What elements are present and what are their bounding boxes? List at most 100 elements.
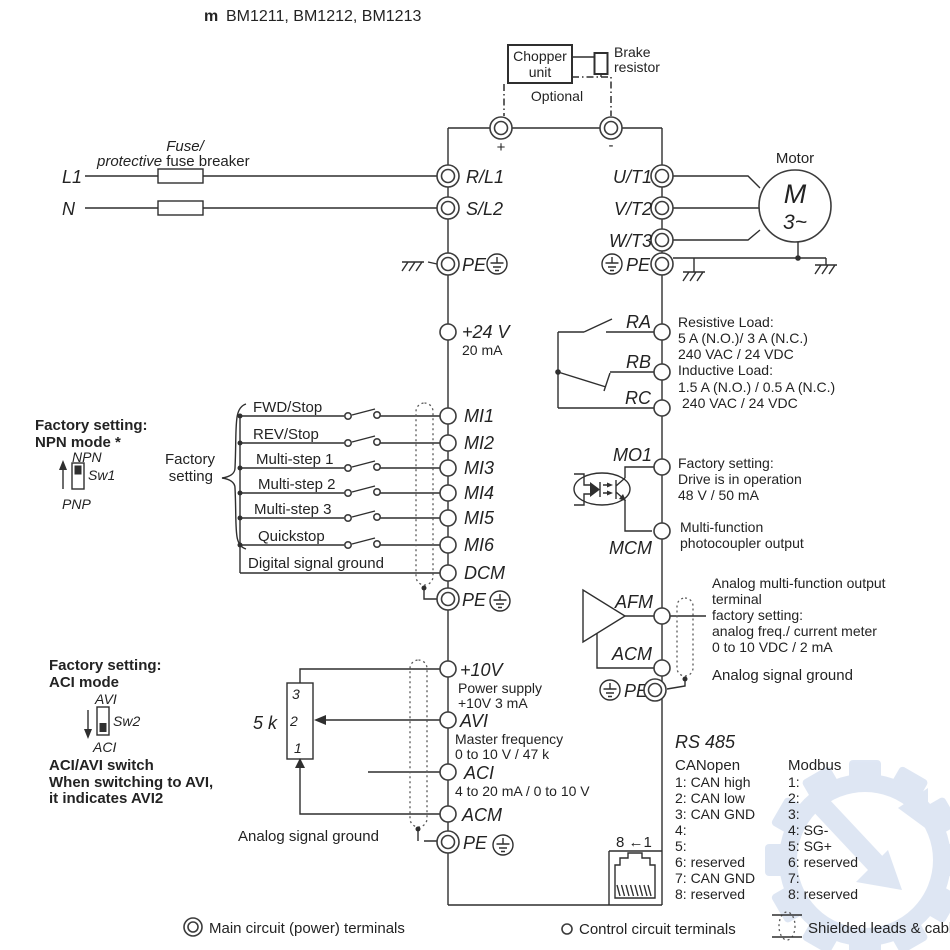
photocoupler-section: MO1 MCM Factory setting: Drive is in ope… — [573, 445, 804, 558]
p24v-label: +24 V — [462, 322, 512, 342]
svg-text:0 to 10 VDC / 2 mA: 0 to 10 VDC / 2 mA — [712, 639, 833, 655]
rb-terminal — [653, 363, 671, 381]
rj45-box — [608, 850, 662, 905]
svg-text:5 A (N.O.)/ 3 A (N.C.): 5 A (N.O.)/ 3 A (N.C.) — [678, 330, 808, 346]
sw1-title-2: NPN mode * — [35, 434, 121, 451]
brake-resistor-symbol — [593, 52, 609, 75]
mo1-terminal — [653, 458, 671, 476]
svg-text:4:: 4: — [675, 822, 687, 838]
svg-text:Multi-step 3: Multi-step 3 — [254, 501, 332, 518]
svg-text:6: reserved: 6: reserved — [788, 854, 858, 870]
svg-text:photocoupler output: photocoupler output — [680, 535, 804, 551]
w-t3-terminal — [650, 228, 674, 252]
fuse-l1-symbol — [157, 168, 204, 184]
mi-row: REV/Stop MI2 — [237, 426, 494, 453]
svg-text:3:: 3: — [788, 806, 800, 822]
shield-capsule-afm — [676, 597, 694, 677]
motor-caption: Motor — [776, 150, 814, 167]
legend-control-label: Control circuit terminals — [579, 921, 736, 938]
svg-text:MI6: MI6 — [464, 535, 495, 555]
acm-terminal — [439, 805, 457, 823]
dc-minus-terminal — [599, 116, 623, 140]
mi-row: Multi-step 3 MI5 — [237, 501, 495, 528]
pe-left-ground-icon — [401, 261, 425, 272]
mi-row: FWD/Stop MI1 — [237, 399, 494, 426]
afm-label: AFM — [614, 592, 653, 612]
pot-pin3-label: 3 — [292, 686, 300, 702]
svg-text:2: CAN low: 2: CAN low — [675, 790, 746, 806]
mo1-spec-text: Factory setting: Drive is in operation 4… — [678, 455, 804, 551]
svg-text:REV/Stop: REV/Stop — [253, 426, 319, 443]
sw1-switch-icon — [71, 462, 85, 490]
legend-shield-icon — [778, 911, 796, 941]
acm-out-terminal — [653, 659, 671, 677]
rj45-pin-order-label: 8 ←1 — [616, 834, 652, 851]
svg-text:analog freq./ current meter: analog freq./ current meter — [712, 623, 877, 639]
svg-text:Drive is in operation: Drive is in operation — [678, 471, 802, 487]
rc-label: RC — [625, 388, 652, 408]
rj45-jack-icon — [614, 852, 656, 899]
p10v-label: +10V — [460, 660, 505, 680]
brand-mark: m — [204, 8, 218, 25]
svg-text:6: reserved: 6: reserved — [675, 854, 745, 870]
r-l1-terminal — [436, 164, 460, 188]
svg-text:2:: 2: — [788, 790, 800, 806]
relay-output-section: RA RB RC Resistive Load: 5 A (N.O.)/ 3 A… — [555, 312, 835, 417]
fuse-caption-2: protective fuse breaker — [96, 153, 250, 170]
svg-text:MI5: MI5 — [464, 508, 495, 528]
w-t3-label: W/T3 — [609, 231, 652, 251]
pe-left-terminal — [436, 252, 460, 276]
mcm-label: MCM — [609, 538, 652, 558]
rc-terminal — [653, 399, 671, 417]
svg-text:MI3: MI3 — [464, 458, 494, 478]
sw2-switch-icon — [96, 706, 110, 736]
svg-text:48 V / 50 mA: 48 V / 50 mA — [678, 487, 760, 503]
svg-text:terminal: terminal — [712, 591, 762, 607]
mcm-terminal — [653, 522, 671, 540]
brake-resistor-label-2: resistor — [614, 59, 660, 75]
canopen-header: CANopen — [675, 757, 740, 774]
svg-text:Master frequency: Master frequency — [455, 731, 563, 747]
pot-pin2-label: 2 — [289, 713, 298, 729]
svg-text:3: CAN GND: 3: CAN GND — [675, 806, 755, 822]
avi-label: AVI — [459, 711, 488, 731]
pe-right-ground-icon — [682, 271, 706, 282]
motor-ground-icon — [814, 264, 838, 275]
svg-text:8: reserved: 8: reserved — [675, 886, 745, 902]
sw1-name: Sw1 — [88, 467, 115, 483]
svg-text:Resistive Load:: Resistive Load: — [678, 314, 774, 330]
sw2-note-1: ACI/AVI switch — [49, 757, 154, 774]
svg-text:+10V 3 mA: +10V 3 mA — [458, 695, 528, 711]
sw2-upper-label: AVI — [94, 691, 117, 707]
sw2-section: Factory setting: ACI mode AVI Sw2 ACI AC… — [49, 657, 213, 807]
mi-row: Multi-step 1 MI3 — [237, 451, 494, 478]
legend: Main circuit (power) terminals Control c… — [183, 911, 950, 941]
relay-spec-text: Resistive Load: 5 A (N.O.)/ 3 A (N.C.) 2… — [678, 314, 835, 411]
svg-text:Analog multi-function output: Analog multi-function output — [712, 575, 886, 591]
dcm-row: Digital signal ground DCM — [240, 555, 505, 583]
mi-row: Quickstop MI6 — [237, 528, 495, 555]
optional-label: Optional — [531, 88, 583, 104]
pe-left-label: PE — [462, 255, 487, 275]
rs485-title: RS 485 — [675, 732, 736, 752]
sw2-name: Sw2 — [113, 713, 140, 729]
motor-phase-label: 3~ — [783, 211, 807, 234]
pe-right-label: PE — [626, 255, 651, 275]
pe-out-label: PE — [624, 681, 649, 701]
brace-caption-1: Factory — [165, 451, 216, 468]
modbus-pin-list: 1: 2: 3: 4: SG- 5: SG+ 6: reserved 7: 8:… — [788, 774, 858, 902]
pot-value-label: 5 k — [253, 713, 278, 733]
pe-left-earth-icon — [486, 253, 508, 275]
pe-analog-terminal — [436, 830, 460, 854]
legend-main-label: Main circuit (power) terminals — [209, 920, 405, 937]
mo1-label: MO1 — [613, 445, 652, 465]
svg-text:MI1: MI1 — [464, 406, 494, 426]
svg-text:8: reserved: 8: reserved — [788, 886, 858, 902]
avi-terminal — [439, 711, 457, 729]
svg-text:Quickstop: Quickstop — [258, 528, 325, 545]
mains-input-section: L1 N Fuse/ protective fuse breaker R/L1 … — [62, 138, 508, 276]
ra-label: RA — [626, 312, 651, 332]
pe-right-earth-icon — [601, 253, 623, 275]
analog-input-section: 3 2 1 5 k +10V Power supply +10V 3 mA AV… — [238, 659, 590, 856]
svg-text:7:: 7: — [788, 870, 800, 886]
